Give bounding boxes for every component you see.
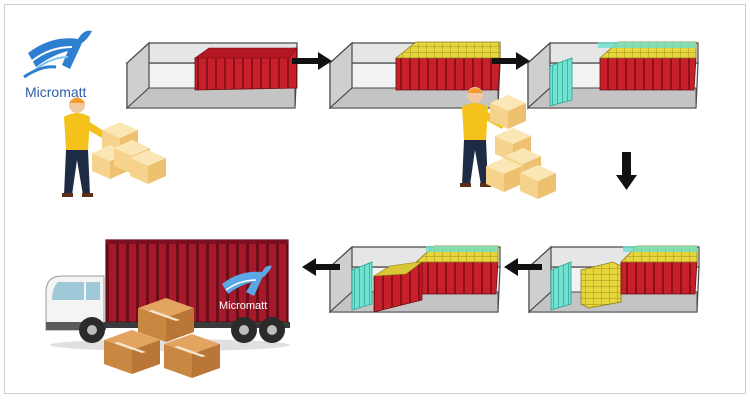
container-step-5: [329, 245, 501, 313]
container-truck: [45, 239, 290, 351]
brand-logo-text: Micromatt: [25, 84, 87, 100]
container-step-1: [126, 42, 298, 109]
arrow-down-icon: [616, 152, 637, 190]
container-step-3: [527, 41, 699, 109]
container-step-4: [528, 245, 700, 313]
worker-loading-icon: [62, 97, 166, 197]
arrow-right-icon: [492, 52, 530, 70]
arrow-right-icon: [292, 52, 332, 70]
arrow-left-icon: [302, 258, 340, 276]
arrow-left-icon: [504, 258, 542, 276]
micromatt-logo: [23, 30, 92, 79]
container-step-2: [329, 41, 501, 109]
truck-logo-text: Micromatt: [219, 300, 268, 312]
